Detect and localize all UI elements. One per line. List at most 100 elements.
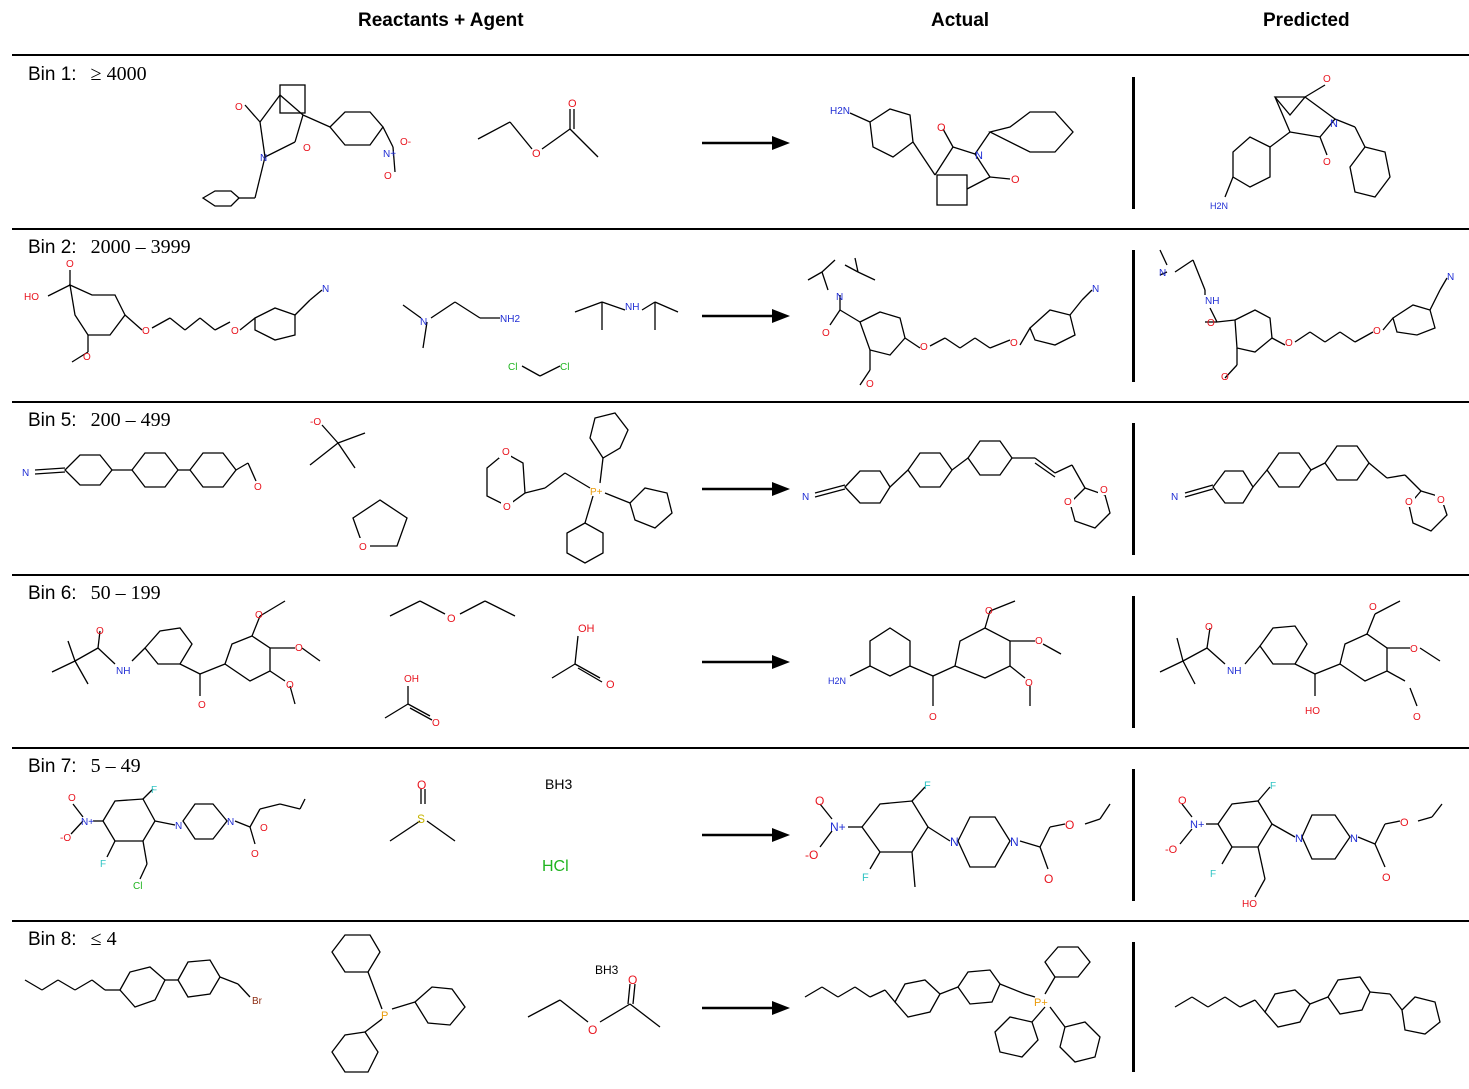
reaction-arrow — [702, 482, 790, 496]
bin-range: 50 – 199 — [90, 582, 161, 604]
actual-product-molecule: H2N O N O — [830, 106, 1074, 206]
atom-label: O — [295, 643, 303, 654]
bin-label: Bin 2: 2000 – 3999 — [28, 236, 191, 259]
reactant-1-molecule: O HO O O O N — [24, 259, 329, 363]
atom-label: Cl — [560, 362, 569, 373]
bin-range: 200 – 499 — [90, 409, 171, 431]
atom-label: HO — [1242, 899, 1257, 910]
atom-label: O — [1035, 636, 1043, 647]
atom-label: O — [142, 326, 150, 337]
atom-label: O — [1064, 497, 1072, 508]
divider-top — [12, 54, 1469, 56]
atom-label: O — [447, 613, 456, 625]
bin-name: Bin 7: — [28, 756, 77, 777]
bin-row-5: Bin 5:200 – 499 N O -O O — [0, 403, 1469, 575]
atom-label: N+ — [81, 817, 94, 828]
atom-label: N — [1010, 835, 1019, 849]
atom-label: -O — [60, 833, 71, 844]
bin-range: ≥ 4000 — [90, 63, 147, 85]
atom-label: O — [606, 679, 615, 691]
bin-name: Bin 5: — [28, 410, 77, 431]
bin-range: ≤ 4 — [90, 928, 117, 950]
atom-label: O — [1100, 485, 1108, 496]
reactant-2-molecule: O — [389, 600, 516, 625]
atom-label: OH — [404, 674, 419, 685]
atom-label: NH — [1227, 666, 1241, 677]
atom-label: N — [322, 284, 329, 295]
atom-label: N — [802, 492, 809, 503]
atom-label: O — [503, 502, 511, 513]
reactant-1-molecule: O NH O O O O — [51, 600, 321, 711]
atom-label: BH3 — [545, 776, 572, 792]
atom-label: O — [985, 606, 993, 617]
reactant-3-molecule: BH3 HCl — [542, 776, 572, 875]
bin-label: Bin 1:≥ 4000 — [28, 63, 147, 86]
predicted-divider — [1132, 942, 1135, 1072]
atom-label: O — [235, 102, 243, 113]
reactant-3-molecule: BH3 O O — [527, 963, 661, 1037]
predicted-product-molecule — [1174, 976, 1441, 1035]
bin-range: 2000 – 3999 — [90, 236, 191, 258]
atom-label: O — [432, 718, 440, 729]
bin-name: Bin 6: — [28, 583, 77, 604]
atom-label: N — [1447, 272, 1454, 283]
atom-label: F — [862, 872, 869, 884]
divider-bin-6 — [12, 747, 1469, 749]
atom-label: O — [815, 794, 824, 808]
reactant-2-molecule: N NH2 — [402, 301, 520, 349]
atom-label: O — [1178, 795, 1187, 807]
atom-label: N — [950, 835, 959, 849]
reaction-arrow — [702, 136, 790, 150]
atom-label: O — [1410, 644, 1418, 655]
header-actual: Actual — [931, 10, 990, 31]
atom-label: NH — [116, 666, 130, 677]
actual-product-molecule: N O O O O N — [807, 257, 1099, 390]
actual-product-molecule: O N+ -O F F N N O O — [805, 780, 1111, 888]
actual-product-molecule: N O O — [802, 440, 1111, 529]
atom-label: O — [920, 342, 928, 353]
atom-label: NH2 — [500, 314, 520, 325]
atom-label: O — [532, 148, 541, 160]
reactant-2-molecule: P — [331, 934, 466, 1073]
atom-label: HO — [1305, 706, 1320, 717]
atom-label: O — [96, 626, 104, 637]
reactant-2-molecule: O O — [477, 98, 599, 160]
atom-label: Cl — [133, 881, 142, 892]
atom-label: O — [417, 778, 426, 792]
reactant-1-molecule: O N+ -O F F Cl N N O O — [60, 785, 306, 892]
atom-label: Br — [252, 996, 263, 1007]
atom-label: P — [381, 1010, 388, 1022]
atom-label: -O — [805, 848, 818, 862]
divider-bin-7 — [12, 920, 1469, 922]
atom-label: O — [1323, 74, 1331, 85]
atom-label: NH — [1205, 296, 1219, 307]
predicted-product-molecule: O NH HO O O O — [1159, 600, 1441, 723]
atom-label: O — [1400, 817, 1409, 829]
atom-label: N+ — [1190, 819, 1204, 831]
atom-label: F — [1270, 781, 1276, 792]
predicted-product-molecule: O N O H2N — [1210, 74, 1391, 211]
atom-label: N — [227, 817, 234, 828]
atom-label: O — [1011, 174, 1020, 186]
predicted-divider — [1132, 77, 1135, 209]
atom-label: H2N — [1210, 201, 1228, 211]
atom-label: O — [937, 122, 946, 134]
atom-label: O — [254, 482, 262, 493]
atom-label: N — [1295, 833, 1303, 845]
predicted-product-molecule: N NH O O O O N — [1159, 249, 1454, 383]
atom-label: O — [83, 352, 91, 363]
atom-label: N — [175, 821, 182, 832]
bin-row-2: Bin 2: 2000 – 3999 O HO O O O N N NH2 — [0, 230, 1469, 402]
atom-label: O — [1323, 157, 1331, 168]
atom-label: O — [1373, 326, 1381, 337]
atom-label: O — [866, 379, 874, 390]
bin-row-7: Bin 7:5 – 49 O N+ -O F F Cl N N O O — [0, 749, 1469, 921]
reactant-3-molecule: NH — [574, 301, 679, 330]
bin-name: Bin 2: — [28, 237, 77, 258]
atom-label: H2N — [828, 676, 846, 686]
reactant-4-molecule: OH O — [384, 674, 440, 729]
atom-label: N — [1330, 118, 1338, 130]
atom-label: O — [1044, 872, 1053, 886]
reactant-4-molecule: Cl Cl — [508, 362, 569, 377]
atom-label: OH — [578, 623, 595, 635]
